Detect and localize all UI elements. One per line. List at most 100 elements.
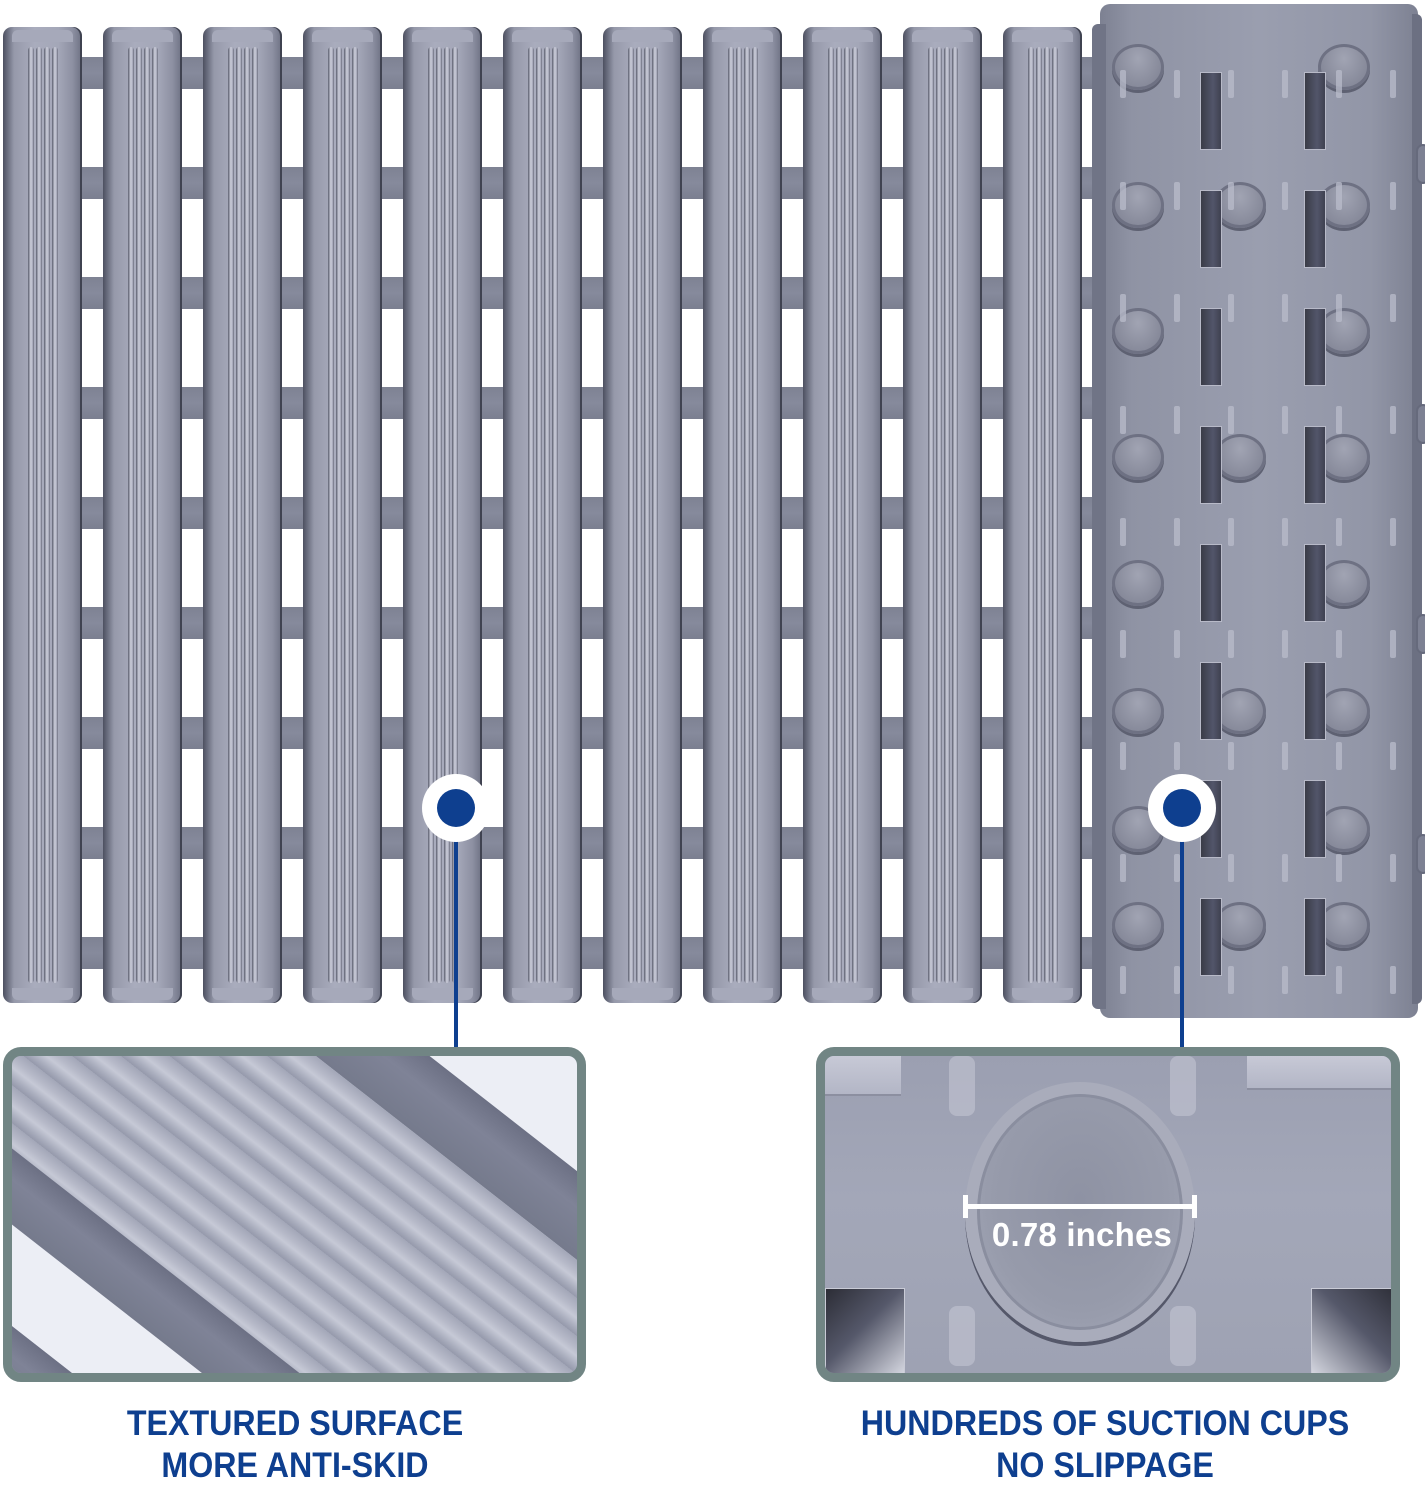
slat-cap — [812, 30, 873, 42]
diagonal-slats-image — [12, 1056, 577, 1373]
slat-grooves — [428, 47, 458, 983]
closeup-shine — [1170, 1306, 1196, 1366]
slat-cap — [712, 30, 773, 42]
underside-rib-mark — [1282, 742, 1288, 770]
caption-line-1: TEXTURED SURFACE — [126, 1404, 464, 1443]
underside-rib-mark — [1282, 966, 1288, 994]
suction-cup — [1318, 688, 1370, 734]
slat-cap — [112, 988, 173, 1000]
underside-rib-mark — [1174, 294, 1180, 322]
mat-slat — [1003, 27, 1082, 1003]
underside-rib-mark — [1174, 518, 1180, 546]
callout-marker-textured-surface — [422, 774, 490, 842]
mat-underside-panel — [1092, 4, 1425, 1018]
drain-slot — [1200, 544, 1222, 622]
underside-rib-mark — [1228, 742, 1234, 770]
underside-rib-mark — [1282, 406, 1288, 434]
suction-cup — [1112, 902, 1164, 948]
underside-rib-mark — [1228, 518, 1234, 546]
mat-slat — [503, 27, 582, 1003]
drain-slot — [1304, 308, 1326, 386]
suction-cup — [1112, 434, 1164, 480]
caption-line-2: MORE ANTI-SKID — [161, 1446, 429, 1485]
closeup-drain-hole — [825, 1288, 905, 1373]
underside-rib-mark — [1228, 70, 1234, 98]
drain-slot — [1304, 426, 1326, 504]
underside-rib-mark — [1282, 518, 1288, 546]
diameter-label: 0.78 inches — [991, 1216, 1173, 1253]
suction-cup — [1318, 44, 1370, 90]
underside-rib-mark — [1336, 182, 1342, 210]
callout-leader-line-right — [1180, 840, 1184, 1048]
underside-rib-mark — [1336, 630, 1342, 658]
mat-slat — [403, 27, 482, 1003]
slat-cap — [912, 30, 973, 42]
underside-rib-mark — [1174, 966, 1180, 994]
slat-grooves — [828, 47, 858, 983]
underside-rib-mark — [1228, 966, 1234, 994]
mat-slat — [203, 27, 282, 1003]
slat-cap — [212, 988, 273, 1000]
drain-slot — [1200, 426, 1222, 504]
underside-rib-mark — [1336, 294, 1342, 322]
underside-rib-mark — [1336, 406, 1342, 434]
mat-slat — [3, 27, 82, 1003]
slat-cap — [1012, 988, 1073, 1000]
edge-connector-knob — [1416, 144, 1425, 184]
slat-cap — [712, 988, 773, 1000]
drain-slot — [1304, 544, 1326, 622]
slat-grooves — [928, 47, 958, 983]
slat-cap — [12, 30, 73, 42]
closeup-shine — [1170, 1056, 1196, 1116]
underside-rib-mark — [1120, 966, 1126, 994]
mat-slat — [303, 27, 382, 1003]
underside-rib-mark — [1282, 630, 1288, 658]
slat-cap — [612, 30, 673, 42]
callout-marker-suction-cups — [1148, 774, 1216, 842]
suction-cup-closeup: 0.78 inches — [816, 1047, 1400, 1382]
suction-cup — [1318, 902, 1370, 948]
slat-grooves — [1028, 47, 1058, 983]
underside-rib-mark — [1336, 854, 1342, 882]
drain-slot — [1200, 72, 1222, 150]
edge-connector-knob — [1416, 614, 1425, 654]
suction-cup — [1318, 182, 1370, 228]
slat-grooves — [128, 47, 158, 983]
caption-textured-surface: TEXTURED SURFACE MORE ANTI-SKID — [24, 1403, 567, 1487]
slat-cap — [1012, 30, 1073, 42]
underside-rib-mark — [1390, 966, 1396, 994]
slat-grooves — [728, 47, 758, 983]
slat-cap — [612, 988, 673, 1000]
slat-grooves — [528, 47, 558, 983]
closeup-shine — [949, 1306, 975, 1366]
closeup-shine — [949, 1056, 975, 1116]
edge-connector-knob — [1416, 404, 1425, 444]
underside-rib-mark — [1228, 854, 1234, 882]
underside-rib-mark — [1174, 854, 1180, 882]
underside-rib-mark — [1174, 70, 1180, 98]
drain-slot — [1304, 72, 1326, 150]
underside-rib-mark — [1228, 406, 1234, 434]
underside-rib-mark — [1174, 406, 1180, 434]
suction-cup — [1318, 806, 1370, 852]
underside-right-edge — [1412, 14, 1422, 1004]
caption-suction-cups: HUNDREDS OF SUCTION CUPS NO SLIPPAGE — [788, 1403, 1423, 1487]
drain-slot — [1200, 308, 1222, 386]
underside-rib-mark — [1120, 182, 1126, 210]
slat-cap — [412, 988, 473, 1000]
underside-rib-mark — [1120, 406, 1126, 434]
underside-rib-mark — [1336, 966, 1342, 994]
slat-cap — [412, 30, 473, 42]
mat-slat — [703, 27, 782, 1003]
underside-rib-mark — [1120, 294, 1126, 322]
underside-rib-mark — [1228, 294, 1234, 322]
slat-grooves — [328, 47, 358, 983]
slat-grooves — [628, 47, 658, 983]
slat-cap — [512, 988, 573, 1000]
underside-rib-mark — [1282, 182, 1288, 210]
slat-cap — [312, 30, 373, 42]
drain-slot — [1304, 662, 1326, 740]
mat-slat — [903, 27, 982, 1003]
drain-slot — [1304, 780, 1326, 858]
drain-slot — [1200, 898, 1222, 976]
